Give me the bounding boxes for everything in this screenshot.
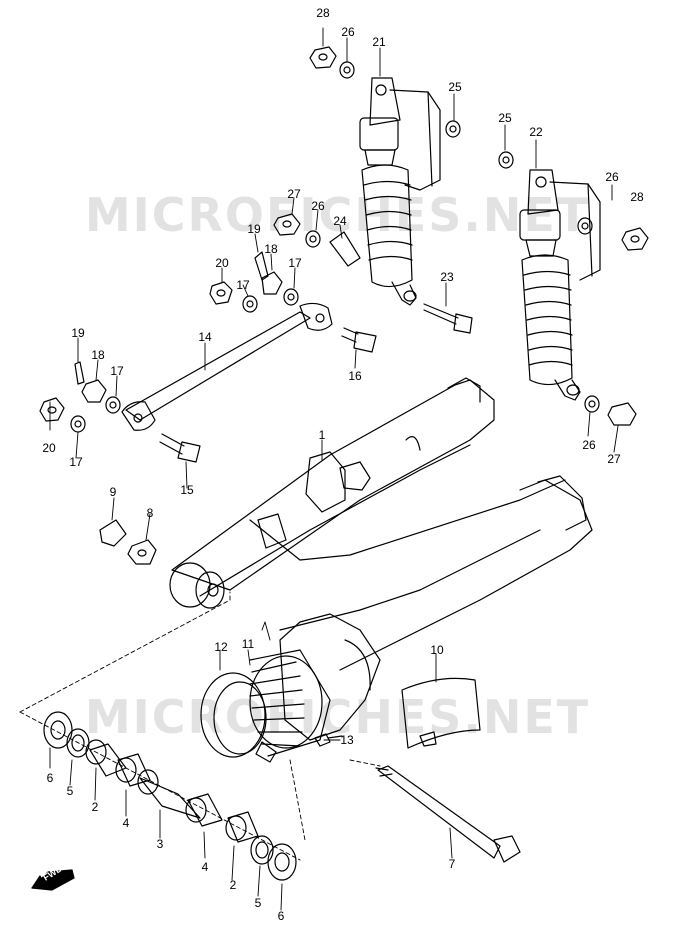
callout-7: 7 — [448, 857, 456, 871]
callout-6: 6 — [277, 909, 285, 923]
callout-2: 2 — [91, 800, 99, 814]
callout-4: 4 — [201, 860, 209, 874]
callout-18: 18 — [264, 242, 278, 256]
pivot-shaft-7 — [375, 765, 521, 863]
callout-15: 15 — [180, 483, 194, 497]
pivot-bearings — [43, 711, 297, 881]
callout-14: 14 — [198, 330, 212, 344]
callout-11: 11 — [241, 637, 255, 651]
callout-23: 23 — [440, 270, 454, 284]
watermark-bottom: MICROFICHES.NET — [84, 690, 591, 744]
callout-3: 3 — [156, 837, 164, 851]
callout-19: 19 — [71, 326, 85, 340]
callout-9: 9 — [109, 485, 117, 499]
callout-10: 10 — [430, 643, 444, 657]
callout-12: 12 — [214, 640, 228, 654]
callout-27: 27 — [607, 452, 621, 466]
callout-24: 24 — [333, 214, 347, 228]
callout-19: 19 — [247, 222, 261, 236]
callout-17: 17 — [288, 256, 302, 270]
callout-27: 27 — [287, 187, 301, 201]
swingarm-1 — [169, 377, 593, 741]
shock-absorber-21 — [359, 77, 441, 306]
pivot-cover-group — [200, 649, 481, 763]
callout-1: 1 — [318, 428, 326, 442]
callout-21: 21 — [372, 35, 386, 49]
callout-4: 4 — [122, 816, 130, 830]
callout-8: 8 — [146, 506, 154, 520]
forward-arrow-icon — [31, 869, 75, 891]
callout-25: 25 — [448, 80, 462, 94]
leader-lines — [19, 27, 619, 911]
callout-20: 20 — [42, 441, 56, 455]
callout-18: 18 — [91, 348, 105, 362]
callout-17: 17 — [236, 278, 250, 292]
callout-2: 2 — [229, 878, 237, 892]
callout-5: 5 — [254, 896, 262, 910]
callout-26: 26 — [582, 438, 596, 452]
callout-20: 20 — [215, 256, 229, 270]
callout-25: 25 — [498, 111, 512, 125]
callout-16: 16 — [348, 369, 362, 383]
callout-5: 5 — [66, 784, 74, 798]
callout-26: 26 — [341, 25, 355, 39]
callout-17: 17 — [110, 364, 124, 378]
callout-26: 26 — [311, 199, 325, 213]
watermark-top: MICROFICHES.NET — [84, 188, 591, 242]
callout-26: 26 — [605, 170, 619, 184]
callout-28: 28 — [316, 6, 330, 20]
fastener-hardware — [39, 46, 649, 747]
torque-rod-14 — [121, 302, 333, 431]
callout-17: 17 — [69, 455, 83, 469]
forward-label-text: FWD — [41, 863, 64, 883]
callout-22: 22 — [529, 125, 543, 139]
callout-13: 13 — [340, 733, 354, 747]
shock-absorber-22 — [519, 169, 601, 401]
callout-28: 28 — [630, 190, 644, 204]
callout-6: 6 — [46, 771, 54, 785]
